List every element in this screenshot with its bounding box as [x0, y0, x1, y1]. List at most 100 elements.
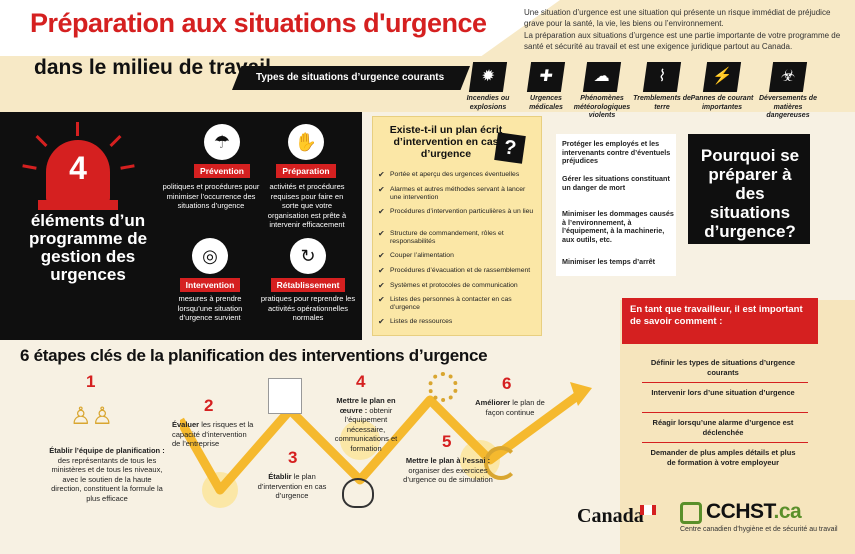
element-tag: Rétablissement — [270, 278, 346, 292]
element-recovery: ↻ Rétablissement — [262, 238, 354, 293]
reason-item: Gérer les situations constituant un dang… — [562, 174, 670, 192]
step-rest: le plan d’intervention en cas d’urgence — [257, 472, 327, 500]
why-title: Pourquoi se préparer à des situations d’… — [700, 146, 800, 241]
worker-divider — [642, 442, 808, 443]
type-label: Tremblements de terre — [633, 95, 691, 111]
plan-item: Procédures d’intervention particulières … — [378, 208, 538, 216]
head-icon — [342, 478, 374, 508]
siren-base — [38, 200, 118, 210]
header-title-band — [0, 0, 560, 56]
step-number: 6 — [502, 374, 512, 393]
canada-wordmark: Canada — [577, 505, 644, 527]
document-icon — [268, 378, 302, 414]
cchst-domain: .ca — [773, 500, 802, 523]
step-text: Mettre le plan en œuvre : obtenir l’équi… — [326, 396, 406, 453]
cchst-subtitle: Centre canadien d’hygiène et de sécurité… — [680, 526, 838, 533]
step-bold: Mettre le plan à l’essai : — [405, 456, 491, 465]
worker-item: Intervenir lors d’une situation d’urgenc… — [651, 388, 795, 397]
cchst-logo-icon — [680, 502, 702, 524]
page-subtitle: dans le milieu de travail — [34, 56, 271, 79]
step-number: 3 — [288, 448, 298, 467]
element-desc: politiques et procédures pour minimiser … — [162, 182, 260, 210]
step-number: 5 — [442, 432, 452, 451]
element-desc: pratiques pour reprendre les activités o… — [260, 294, 356, 322]
type-earthquake: ⌇ Tremblements de terre — [630, 62, 694, 112]
step-text: Améliorer le plan de façon continue — [474, 398, 546, 417]
step-number: 1 — [86, 372, 96, 391]
plan-title: Existe-t-il un plan écrit d’intervention… — [389, 124, 503, 160]
element-tag: Préparation — [276, 164, 336, 178]
earthquake-icon: ⌇ — [642, 62, 682, 92]
cchst-logo[interactable]: CCHST.ca — [706, 500, 802, 524]
worker-divider — [642, 412, 808, 413]
plan-item: Structure de commandement, rôles et resp… — [378, 230, 538, 246]
hazmat-icon: ☣ — [768, 62, 808, 92]
step-bold: Évaluer — [172, 420, 200, 429]
intro-paragraph-1: Une situation d’urgence est une situatio… — [524, 8, 831, 28]
handshake-icon: ✋ — [288, 124, 324, 160]
step-text: Évaluer les risques et la capacité d’int… — [172, 420, 254, 449]
step-bold: Améliorer — [475, 398, 511, 407]
worker-item: Demander de plus amples détails et plus … — [650, 448, 796, 467]
elements-count: 4 — [69, 150, 87, 186]
element-tag: Intervention — [179, 278, 241, 292]
type-label: Pannes de courant importantes — [690, 95, 754, 111]
worker-header — [622, 298, 818, 344]
step-text: Établir le plan d’intervention en cas d’… — [254, 472, 330, 501]
lifebuoy-icon: ◎ — [192, 238, 228, 274]
page-title: Préparation aux situations d'urgence — [30, 8, 487, 38]
reasons-panel — [556, 134, 676, 276]
types-bar — [232, 66, 470, 90]
recovery-icon: ↻ — [290, 238, 326, 274]
plan-item: Couper l’alimentation — [378, 252, 538, 260]
step-rest: organiser des exercices d’urgence ou de … — [403, 465, 493, 485]
power-outage-icon: ⚡ — [702, 62, 742, 92]
step-bold: Établir — [268, 472, 292, 481]
arrow-head — [570, 382, 592, 406]
element-desc: mesures à prendre lorsqu’une situation d… — [177, 294, 243, 322]
reason-item: Protéger les employés et les intervenant… — [562, 139, 671, 166]
worker-title: En tant que travailleur, il est importan… — [630, 304, 803, 327]
type-label: Urgences médicales — [529, 95, 563, 111]
step-text: Mettre le plan à l’essai : organiser des… — [402, 456, 494, 485]
question-mark-icon: ? — [494, 132, 526, 164]
plan-item: Listes de ressources — [378, 318, 538, 326]
plan-item: Alarmes et autres méthodes servant à lan… — [378, 186, 538, 202]
step-rest: obtenir l’équipement nécessaire, communi… — [334, 405, 398, 453]
intro-text: Une situation d’urgence est une situatio… — [524, 8, 844, 52]
plan-item: Portée et aperçu des urgences éventuelle… — [378, 171, 538, 179]
reason-item: Minimiser les temps d’arrêt — [562, 257, 656, 266]
type-label: Phénomènes météorologiques violents — [573, 95, 631, 119]
step-glow — [340, 420, 380, 460]
worker-item: Définir les types de situations d’urgenc… — [650, 358, 796, 377]
step-bold: Établir l’équipe de planification : — [49, 446, 165, 455]
step-number: 2 — [204, 396, 214, 415]
elements-title: éléments d’un programme de gestion des u… — [28, 211, 148, 284]
umbrella-icon: ☂ — [204, 124, 240, 160]
storm-icon: ☁ — [582, 62, 622, 92]
type-fire: ✹ Incendies ou explosions — [456, 62, 520, 112]
step-rest: le plan de façon continue — [485, 398, 545, 417]
gear-icon — [428, 372, 458, 402]
type-medical: ✚ Urgences médicales — [514, 62, 578, 112]
type-hazmat: ☣ Déversements de matières dangereuses — [752, 62, 824, 121]
element-desc: activités et procédures requises pour fa… — [267, 182, 347, 229]
element-intervention: ◎ Intervention — [170, 238, 250, 293]
refresh-icon — [484, 446, 518, 480]
element-tag: Prévention — [194, 164, 250, 178]
plan-item: Systèmes et protocoles de communication — [378, 282, 538, 290]
plan-item: Listes des personnes à contacter en cas … — [378, 296, 538, 312]
type-weather: ☁ Phénomènes météorologiques violents — [570, 62, 634, 121]
step-bold: Mettre le plan en œuvre : — [336, 396, 396, 415]
worker-item: Réagir lorsqu’une alarme d’urgence est d… — [652, 418, 794, 437]
step-text: Établir l’équipe de planification : des … — [48, 446, 166, 503]
team-icon: ♙♙ — [70, 403, 114, 430]
type-label: Déversements de matières dangereuses — [759, 95, 817, 119]
type-label: Incendies ou explosions — [466, 95, 510, 111]
worker-divider — [642, 382, 808, 383]
why-panel — [688, 134, 810, 244]
siren-ray — [76, 122, 79, 136]
type-power: ⚡ Pannes de courant importantes — [690, 62, 754, 112]
ambulance-icon: ✚ — [526, 62, 566, 92]
element-preparation: ✋ Préparation — [266, 124, 346, 179]
